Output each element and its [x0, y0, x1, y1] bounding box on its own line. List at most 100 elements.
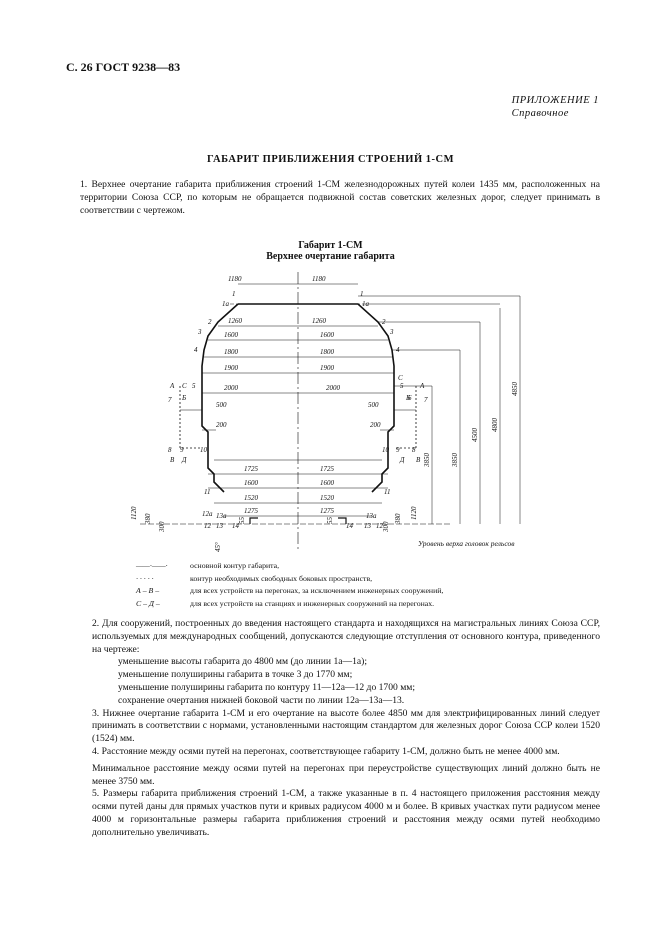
dim-4800: 4800	[491, 418, 499, 433]
dim-380-left: 380	[144, 513, 152, 525]
pt-7-left: 7	[168, 396, 172, 404]
dim-200-right: 200	[370, 421, 381, 429]
figure-subtitle: Верхнее очертание габарита	[266, 251, 395, 262]
paragraph-4b: Минимальное расстояние между осями путей…	[92, 762, 600, 787]
pt-13a-left: 13a	[216, 512, 227, 520]
dim-2000-right: 2000	[326, 384, 341, 392]
pt-5-right: 5	[400, 382, 404, 390]
dim-1120-right: 1120	[410, 506, 418, 520]
legend-symbol-ab: А – В –	[136, 586, 160, 595]
figure-title: Габарит 1-СМ	[298, 240, 363, 251]
pt-13-left: 13	[216, 522, 224, 530]
dim-380-right: 380	[394, 513, 402, 525]
pt-1-left: 1	[232, 290, 236, 298]
pt-13a-right: 13a	[366, 512, 377, 520]
dim-3850b: 3850	[451, 453, 459, 469]
legend-symbol-main: ——·——·	[136, 561, 168, 570]
paragraph-3: 3. Нижнее очертание габарита 1-СМ и его …	[92, 707, 600, 745]
paragraph-2-item-3: уменьшение полуширины габарита по контур…	[118, 681, 416, 693]
pt-11-left: 11	[204, 488, 210, 496]
pt-9-right: 9	[396, 446, 400, 454]
paragraph-2-item-1: уменьшение высоты габарита до 4800 мм (д…	[118, 656, 368, 668]
pt-6: 6	[408, 394, 412, 402]
pt-D-left: Д	[181, 456, 187, 464]
dim-2000-left: 2000	[224, 384, 239, 392]
legend-row-main: ——·——· основной контур габарита,	[136, 560, 443, 573]
paragraph-2-item-2: уменьшение полуширины габарита в точке 3…	[118, 669, 353, 681]
pt-1a-right: 1a	[362, 300, 370, 308]
pt-1-right: 1	[360, 290, 364, 298]
pt-C-right: C	[398, 374, 403, 382]
page-header: С. 26 ГОСТ 9238—83	[66, 60, 181, 74]
pt-4-left: 4	[194, 346, 198, 354]
dim-1275-left: 1275	[244, 507, 259, 515]
pt-9-left: 9	[180, 446, 184, 454]
figure-legend: ——·——· основной контур габарита, · · · ·…	[136, 560, 443, 610]
pt-A-left: A	[169, 382, 175, 390]
pt-4-right: 4	[396, 346, 400, 354]
dim-1120-left: 1120	[130, 506, 138, 520]
dim-1900-left: 1900	[224, 364, 239, 372]
legend-text-ab: для всех устройств на перегонах, за искл…	[190, 586, 444, 595]
dim-1520-left: 1520	[244, 494, 259, 502]
legend-symbol-side: · · · · ·	[136, 573, 154, 583]
paragraph-2: 2. Для сооружений, построенных до введен…	[92, 618, 600, 655]
pt-1a-left: 1a	[222, 300, 230, 308]
dim-500-right: 500	[368, 401, 379, 409]
dim-200-left: 200	[216, 421, 227, 429]
paragraph-2-item-4: сохранение очертания нижней боковой част…	[118, 694, 405, 706]
pt-D-right: Д	[399, 456, 405, 464]
pt-10-right: 10	[382, 446, 390, 454]
legend-row-cd: С – Д – для всех устройств на станциях и…	[136, 598, 443, 611]
dim-1180-left: 1180	[228, 275, 242, 283]
dim-1725-right: 1725	[320, 465, 335, 473]
dim-1900-right: 1900	[320, 364, 335, 372]
pt-2-left: 2	[208, 318, 212, 326]
dim-1800-left: 1800	[224, 348, 239, 356]
pt-8-right: 8	[412, 446, 416, 454]
dim-4500: 4500	[471, 428, 479, 443]
pt-7-right: 7	[424, 396, 428, 404]
appendix-subtitle: Справочное	[511, 108, 569, 119]
dim-45deg: 45°	[214, 542, 222, 552]
pt-13-right: 13	[364, 522, 372, 530]
legend-text-cd: для всех устройств на станциях и инженер…	[190, 598, 435, 608]
dim-1260-left: 1260	[228, 317, 243, 325]
dim-300-left: 300	[158, 521, 166, 533]
pt-14-left: 14	[232, 522, 240, 530]
dim-1725-left: 1725	[244, 465, 259, 473]
legend-text-main: основной контур габарита,	[190, 561, 280, 570]
pt-C-left: C	[182, 382, 187, 390]
pt-11-right: 11	[384, 488, 390, 496]
dim-1800-right: 1800	[320, 348, 335, 356]
paragraph-4: 4. Расстояние между осями путей на перег…	[92, 745, 560, 757]
appendix-title: ПРИЛОЖЕНИЕ 1	[511, 95, 599, 106]
paragraph-5: 5. Размеры габарита приближения строений…	[92, 788, 600, 838]
pt-A-right: A	[419, 382, 425, 390]
appendix-label: ПРИЛОЖЕНИЕ 1 Справочное	[512, 94, 599, 120]
legend-row-side: · · · · · контур необходимых свободных б…	[136, 573, 443, 586]
section-title: ГАБАРИТ ПРИБЛИЖЕНИЯ СТРОЕНИЙ 1-СМ	[206, 154, 455, 165]
paragraph-1: 1. Верхнее очертание габарита приближени…	[80, 179, 600, 217]
legend-row-ab: А – В – для всех устройств на перегонах,…	[136, 585, 443, 598]
pt-V-left: В	[170, 456, 175, 464]
pt-B-left: Б	[181, 394, 186, 402]
pt-14-right: 14	[346, 522, 354, 530]
legend-symbol-cd: С – Д –	[136, 598, 160, 608]
legend-text-side: контур необходимых свободных боковых про…	[190, 573, 373, 583]
clearance-gauge-drawing: 1180 1180 1260 1260 1600 1600 1800 1800 …	[130, 272, 521, 552]
dim-1600b-right: 1600	[320, 479, 335, 487]
dim-1600b-left: 1600	[244, 479, 259, 487]
dim-3850: 3850	[423, 453, 431, 469]
dim-300-right: 300	[382, 521, 390, 533]
dim-1275-right: 1275	[320, 507, 335, 515]
dim-55-right: 55	[326, 517, 334, 525]
pt-5-left: 5	[192, 382, 196, 390]
dim-1260-right: 1260	[312, 317, 327, 325]
pt-12-right: 12	[376, 522, 384, 530]
dim-1180-right: 1180	[312, 275, 326, 283]
pt-3-right: 3	[389, 328, 394, 336]
dim-1520-right: 1520	[320, 494, 335, 502]
pt-10-left: 10	[200, 446, 208, 454]
dim-1600-right: 1600	[320, 331, 335, 339]
